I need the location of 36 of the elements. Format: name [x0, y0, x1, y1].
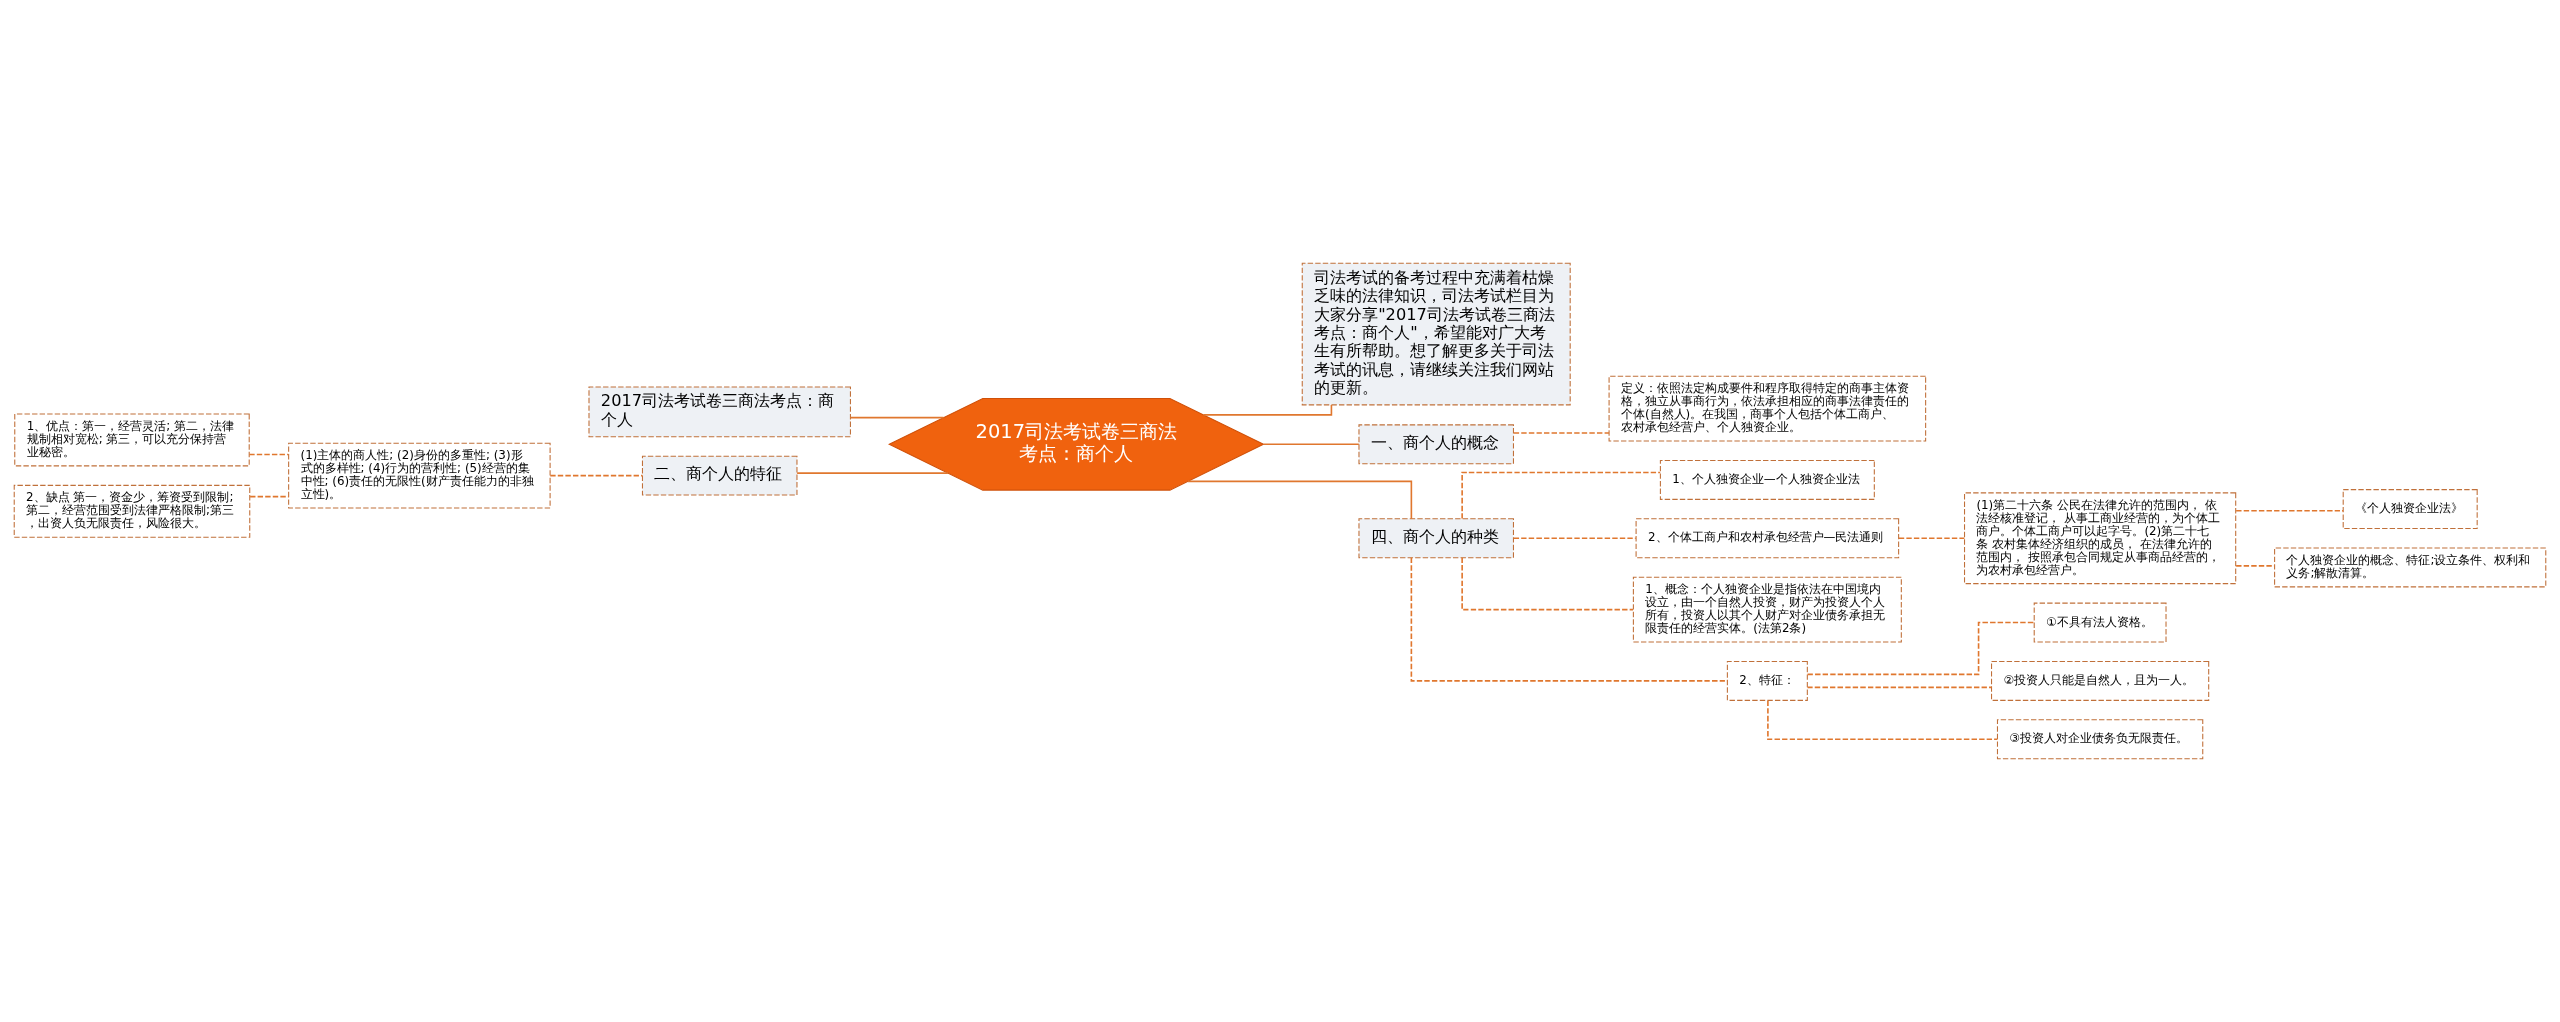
connector [1262, 443, 1360, 446]
node-box: 个人独资企业的概念、特征;设立条件、权利和义务;解散清算。 [2274, 547, 2547, 588]
connector [248, 453, 290, 456]
node-box: ②投资人只能是自然人，且为一人。 [1991, 660, 2210, 701]
node-box: 2017司法考试卷三商法考点：商个人 [588, 386, 851, 438]
node-box: 《个人独资企业法》 [2342, 489, 2478, 530]
connector [849, 416, 945, 419]
node-box: ①不具有法人资格。 [2033, 602, 2167, 643]
node-box: ③投资人对企业债务负无限责任。 [1996, 719, 2204, 760]
connector [1806, 686, 1993, 689]
connector [1187, 480, 1413, 520]
connector [1898, 537, 1966, 540]
node-box: 1、个人独资企业—个人独资企业法 [1659, 459, 1875, 500]
connector [1461, 471, 1661, 520]
connector [1767, 699, 1999, 741]
connector [549, 474, 644, 477]
node-box: 2、特征： [1726, 660, 1808, 701]
node-box: 2、缺点 第一，资金少，筹资受到限制;第二，经营范围受到法律严格限制;第三，出资人负无限责任，风险很大。 [13, 484, 251, 538]
connector [796, 472, 949, 474]
connector [249, 495, 290, 498]
node-box: (1)第二十六条 公民在法律允许的范围内， 依法经核准登记， 从事工商业经营的，为个体工商户。个体工商户可以起字号。(2)第二十七条 农村集体经济组织的成员， 在法律允许的范围内， 按照承包合同规定从事商品经营的，为农村承包经营户。 [1964, 492, 2237, 585]
node-box: 1、优点：第一，经营灵活; 第二，法律规制相对宽松; 第三，可以充分保持营业秘密。 [14, 413, 250, 467]
node-box: 2、个体工商户和农村承包经营户—民法通则 [1635, 518, 1900, 559]
connector [1202, 404, 1333, 416]
connector [1806, 621, 2035, 676]
node-box: 一、商个人的概念 [1358, 424, 1514, 465]
connector [1513, 537, 1637, 540]
connector [1461, 556, 1634, 611]
node-box: 四、商个人的种类 [1358, 518, 1514, 559]
node-box: 司法考试的备考过程中充满着枯燥乏味的法律知识，司法考试栏目为大家分享"2017司法考试卷三商法考点：商个人"，希望能对广大考生有所帮助。想了解更多关于司法考试的讯息，请继续关注我们网站的更新。 [1301, 262, 1571, 406]
connector [2235, 509, 2344, 512]
connector [1513, 432, 1610, 434]
node-box: (1)主体的商人性; (2)身份的多重性; (3)形式的多样性; (4)行为的营利性; (5)经营的集中性; (6)责任的无限性(财产责任能力的非独立性)。 [288, 442, 551, 509]
node-box: 1、概念：个人独资企业是指依法在中国境内设立，由一个自然人投资，财产为投资人个人所有，投资人以其个人财产对企业债务承担无限责任的经营实体。(法第2条) [1632, 576, 1902, 643]
node-box: 二、商个人的特征 [641, 455, 798, 496]
node-box: 定义：依照法定构成要件和程序取得特定的商事主体资格，独立从事商行为，依法承担相应的商事法律责任的个体(自然人)。在我国，商事个人包括个体工商户、农村承包经营户、个人独资企业。 [1608, 375, 1927, 442]
